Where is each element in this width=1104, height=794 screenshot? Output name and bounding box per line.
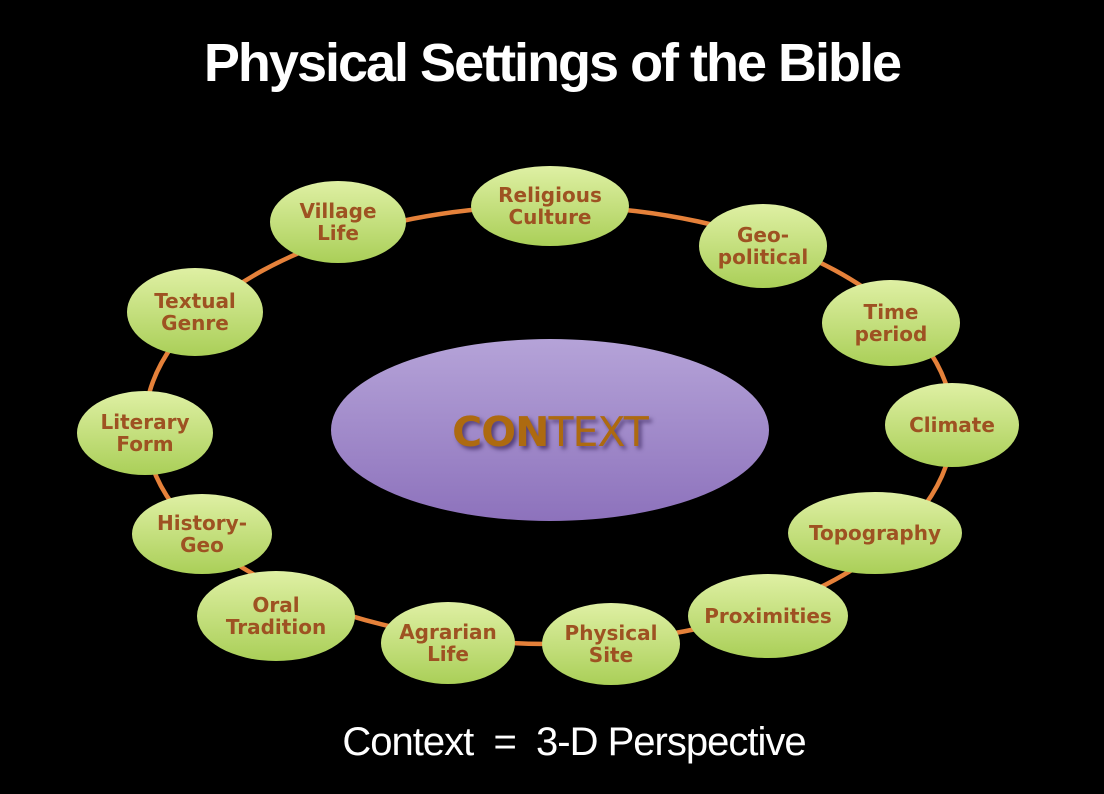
node-ellipse bbox=[885, 383, 1019, 467]
node-label: Climate bbox=[909, 413, 995, 437]
caption: Context = 3-D Perspective bbox=[342, 720, 806, 764]
page-title: Physical Settings of the Bible bbox=[203, 33, 902, 93]
node-label: Geo-political bbox=[718, 223, 808, 269]
node-ellipse bbox=[127, 268, 263, 356]
node-ellipse bbox=[699, 204, 827, 288]
node-topography: Topography bbox=[788, 492, 962, 574]
node-ellipse bbox=[822, 280, 960, 366]
context-label-bold-part: CON bbox=[452, 408, 548, 456]
node-ellipse bbox=[471, 166, 629, 246]
node-geo-political: Geo-political bbox=[699, 204, 827, 288]
node-history-geo: History-Geo bbox=[132, 494, 272, 574]
node-ellipse bbox=[77, 391, 213, 475]
node-label: History-Geo bbox=[157, 511, 247, 557]
node-ellipse bbox=[270, 181, 406, 263]
node-proximities: Proximities bbox=[688, 574, 848, 658]
node-label: Proximities bbox=[704, 604, 832, 628]
node-ellipse bbox=[788, 492, 962, 574]
node-ellipse bbox=[381, 602, 515, 684]
context-label-regular-part: TEXT bbox=[547, 408, 649, 456]
context-label: CONTEXT bbox=[452, 408, 650, 456]
node-ellipse bbox=[688, 574, 848, 658]
context-ellipse bbox=[331, 339, 769, 521]
node-climate: Climate bbox=[885, 383, 1019, 467]
node-ellipse bbox=[197, 571, 355, 661]
node-label: Topography bbox=[809, 521, 941, 545]
node-ellipse bbox=[132, 494, 272, 574]
node-ellipse bbox=[542, 603, 680, 685]
